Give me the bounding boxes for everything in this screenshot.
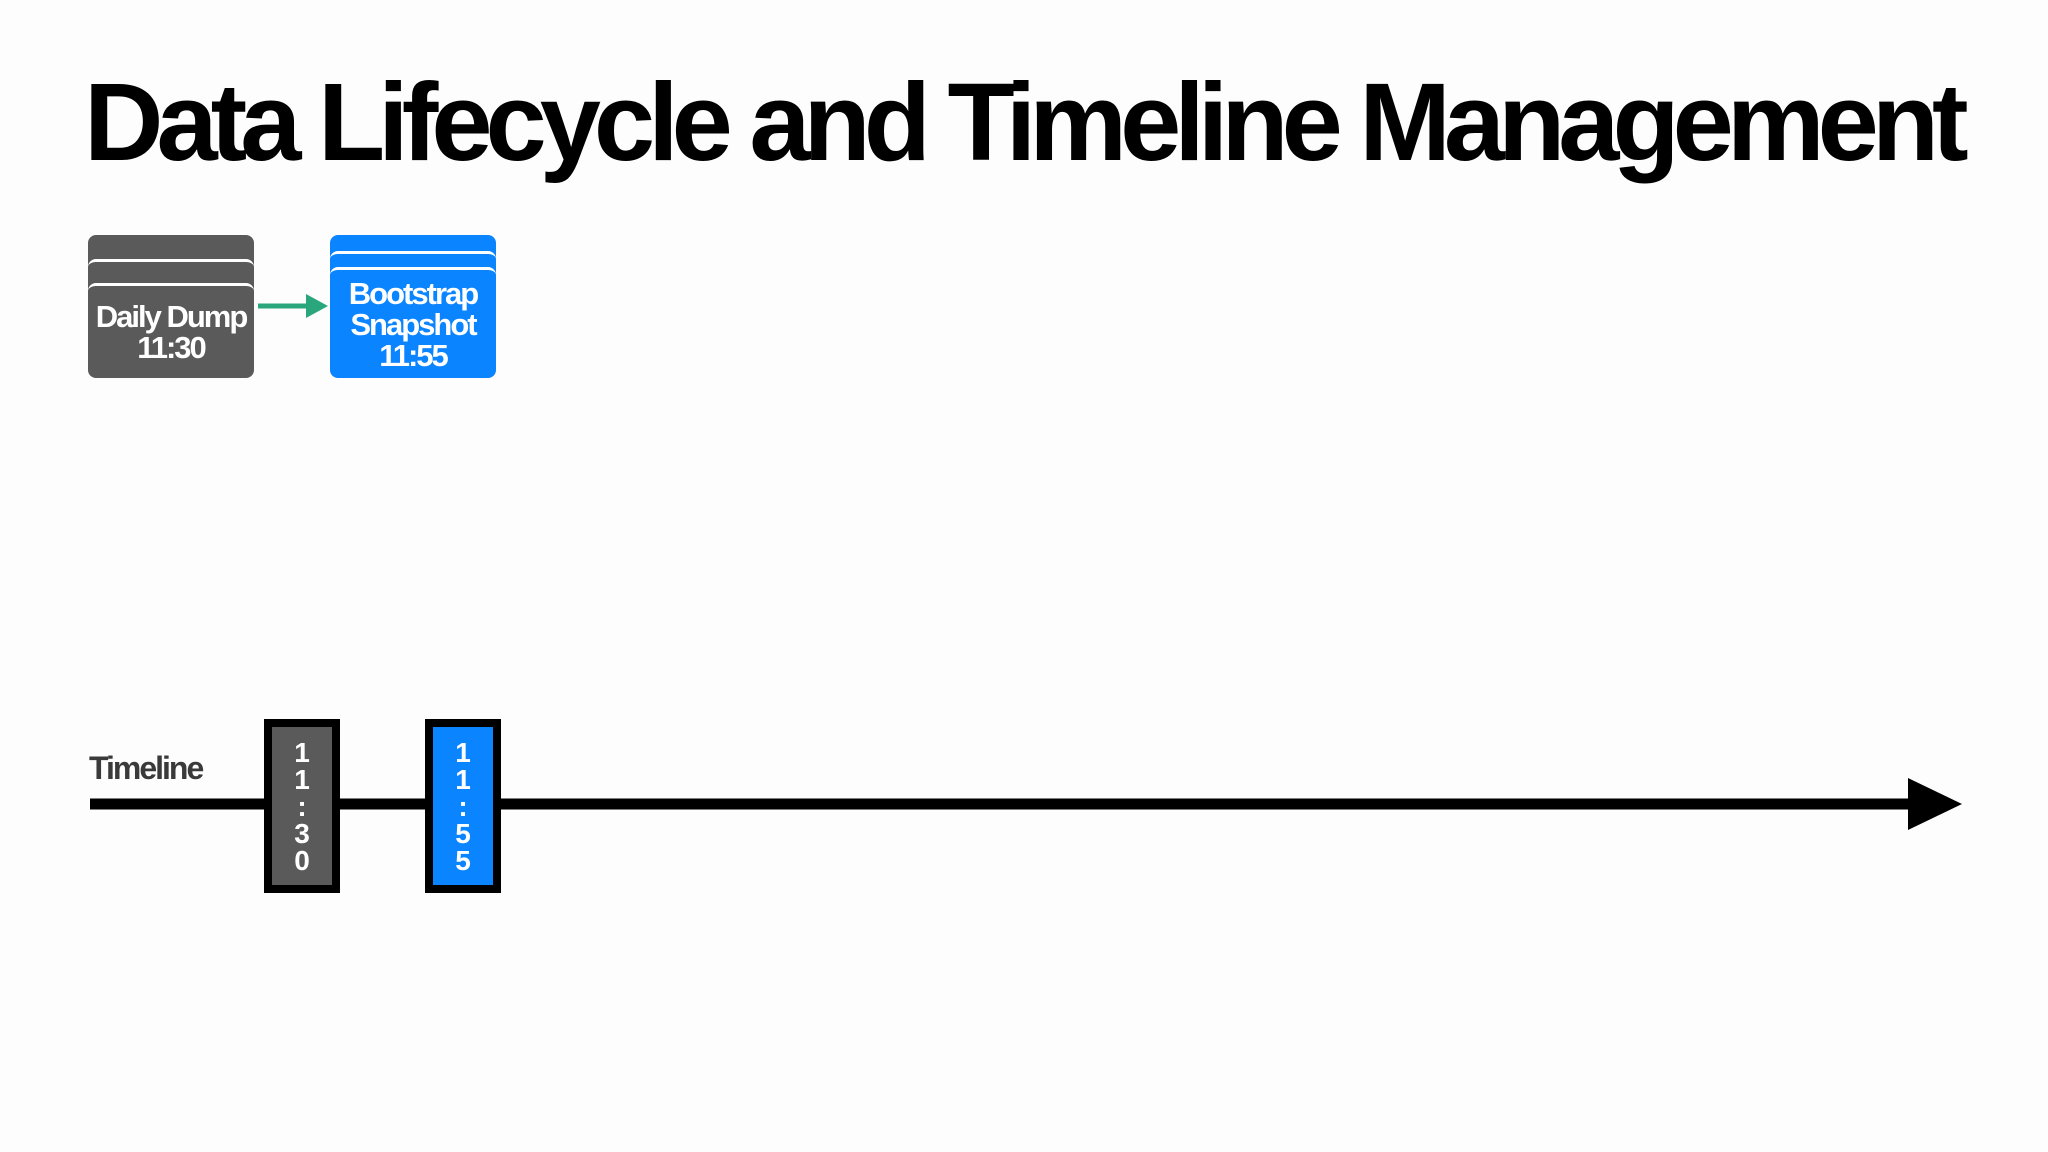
timeline-marker-char: 3 [294, 817, 310, 849]
timeline-marker-char: 1 [294, 763, 310, 795]
flow-arrow-head [306, 294, 328, 318]
timeline-marker-char: 1 [294, 736, 310, 768]
timeline-marker-char: : [297, 790, 307, 822]
bootstrap-front: Bootstrap Snapshot 11:55 [330, 267, 496, 378]
bootstrap-snapshot-card: Bootstrap Snapshot 11:55 [330, 235, 496, 378]
timeline-arrow-head [1908, 778, 1962, 830]
bootstrap-label-2: Snapshot [350, 306, 477, 342]
daily-dump-front: Daily Dump 11:30 [88, 283, 254, 378]
timeline-marker-char: 1 [455, 763, 471, 795]
bootstrap-time: 11:55 [379, 337, 449, 373]
timeline-marker-char: 5 [455, 844, 471, 876]
timeline-marker-char: : [458, 790, 468, 822]
timeline-marker-char: 5 [455, 817, 471, 849]
bootstrap-label-1: Bootstrap [348, 275, 479, 311]
daily-dump-time: 11:30 [137, 330, 207, 365]
timeline-marker-char: 1 [455, 736, 471, 768]
page-title: Data Lifecycle and Timeline Management [84, 61, 1969, 184]
timeline-marker-char: 0 [294, 844, 310, 876]
timeline-label: Timeline [89, 750, 204, 786]
daily-dump-card: Daily Dump 11:30 [88, 235, 254, 378]
daily-dump-label: Daily Dump [95, 299, 249, 334]
